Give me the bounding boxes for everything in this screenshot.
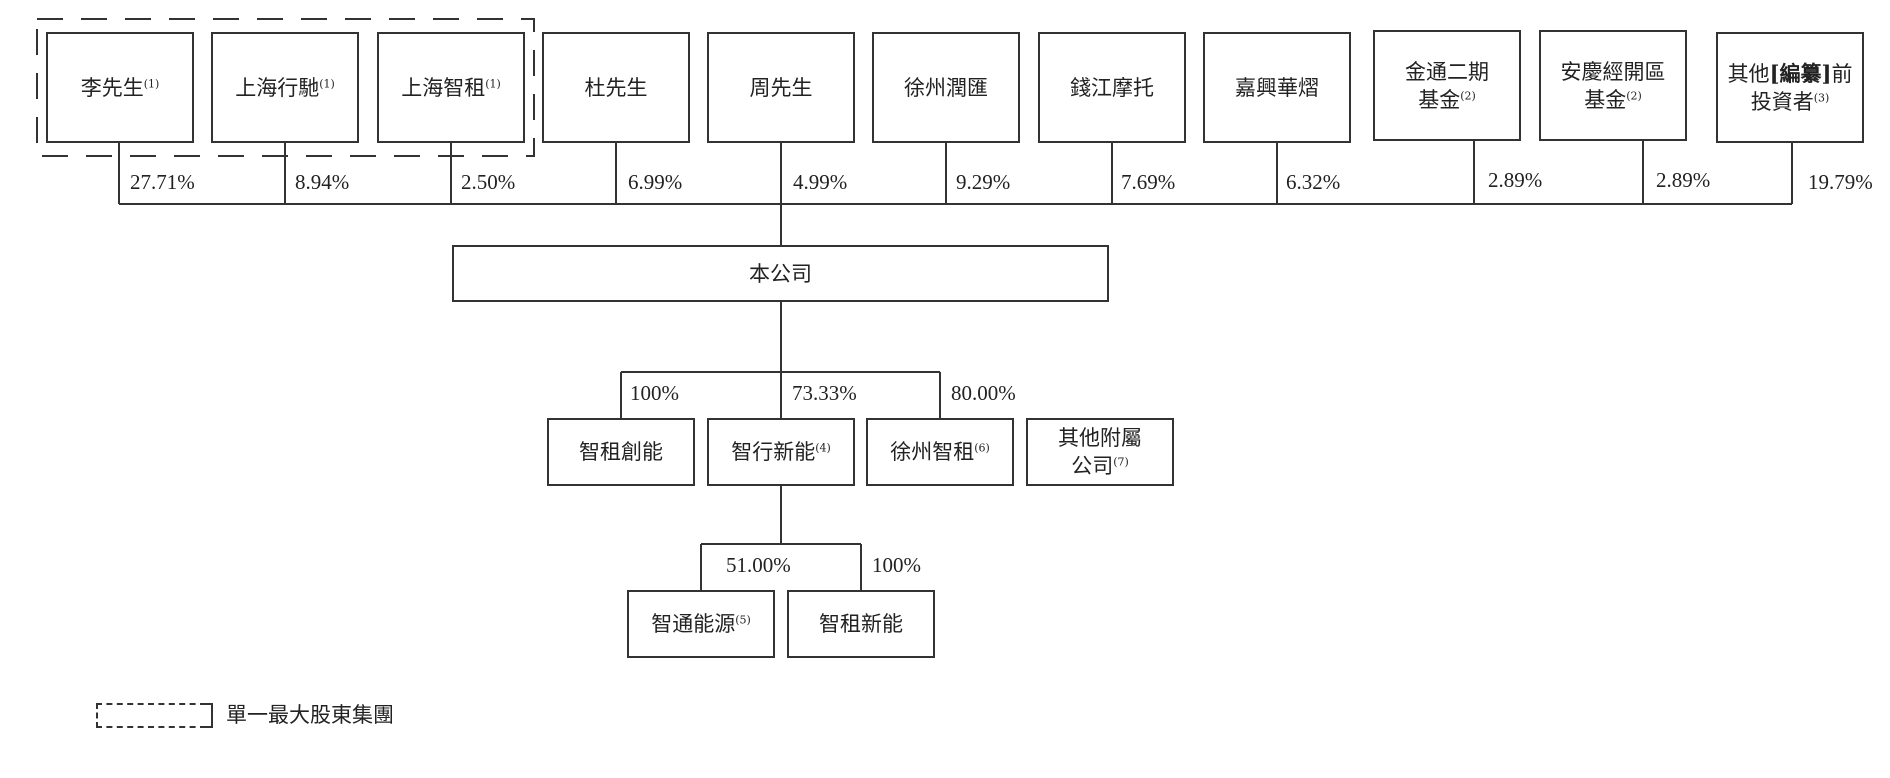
shareholder-label-aq-fund: 安慶經開區基金(2) bbox=[1560, 59, 1666, 112]
legend-dashed-swatch bbox=[96, 703, 206, 728]
stake-label-zz-xinneng: 100% bbox=[872, 553, 921, 577]
largest-shareholder-group-outline bbox=[36, 18, 535, 157]
sub-subsidiary-box-zz-xinneng: 智租新能 bbox=[787, 590, 935, 658]
shareholder-label-jx-huayu: 嘉興華熠 bbox=[1235, 75, 1319, 100]
shareholder-box-aq-fund: 安慶經開區基金(2) bbox=[1539, 30, 1687, 141]
shareholder-label-sh-xingchi: 上海行馳(1) bbox=[235, 75, 335, 100]
shareholder-box-du: 杜先生 bbox=[542, 32, 690, 143]
stake-label-sh-zhizu: 2.50% bbox=[461, 170, 516, 194]
shareholder-label-sh-zhizu: 上海智租(1) bbox=[401, 75, 501, 100]
shareholder-box-qj-moto: 錢江摩托 bbox=[1038, 32, 1186, 143]
stake-label-sh-xingchi: 8.94% bbox=[295, 170, 350, 194]
stake-label-du: 6.99% bbox=[628, 170, 683, 194]
sub-subsidiary-label-zz-xinneng: 智租新能 bbox=[819, 612, 903, 636]
shareholder-label-zhou: 周先生 bbox=[749, 75, 813, 100]
stake-label-xz-zhizu: 80.00% bbox=[951, 381, 1016, 405]
shareholder-box-sh-zhizu: 上海智租(1) bbox=[377, 32, 525, 143]
stake-label-jt-fund: 2.89% bbox=[1488, 168, 1543, 192]
shareholder-box-xz-runhui: 徐州潤匯 bbox=[872, 32, 1020, 143]
shareholder-label-du: 杜先生 bbox=[584, 75, 648, 100]
stake-label-zx-xinneng: 73.33% bbox=[792, 381, 857, 405]
subsidiary-box-other-affil: 其他附屬公司(7) bbox=[1026, 418, 1174, 486]
subsidiary-label-other-affil: 其他附屬公司(7) bbox=[1058, 426, 1142, 478]
legend-bracket bbox=[205, 703, 213, 728]
subsidiary-label-zz-chuangneng: 智租創能 bbox=[579, 440, 663, 464]
shareholder-box-sh-xingchi: 上海行馳(1) bbox=[211, 32, 359, 143]
shareholder-box-li: 李先生(1) bbox=[46, 32, 194, 143]
company-box: 本公司 bbox=[452, 245, 1109, 302]
stake-label-qj-moto: 7.69% bbox=[1121, 170, 1176, 194]
sub-subsidiary-label-zt-nengyuan: 智通能源(5) bbox=[651, 612, 751, 636]
subsidiary-box-zx-xinneng: 智行新能(4) bbox=[707, 418, 855, 486]
stake-label-aq-fund: 2.89% bbox=[1656, 168, 1711, 192]
shareholder-box-zhou: 周先生 bbox=[707, 32, 855, 143]
subsidiary-label-zx-xinneng: 智行新能(4) bbox=[731, 440, 831, 464]
shareholder-box-others: 其他[編纂]前投資者(3) bbox=[1716, 32, 1864, 143]
stake-label-xz-runhui: 9.29% bbox=[956, 170, 1011, 194]
shareholder-label-qj-moto: 錢江摩托 bbox=[1070, 75, 1154, 100]
stake-label-zz-chuangneng: 100% bbox=[630, 381, 679, 405]
stake-label-zt-nengyuan: 51.00% bbox=[726, 553, 791, 577]
legend-label: 單一最大股東集團 bbox=[226, 703, 394, 727]
shareholder-box-jt-fund: 金通二期基金(2) bbox=[1373, 30, 1521, 141]
sub-subsidiary-box-zt-nengyuan: 智通能源(5) bbox=[627, 590, 775, 658]
shareholder-label-xz-runhui: 徐州潤匯 bbox=[904, 75, 988, 100]
shareholder-label-others: 其他[編纂]前投資者(3) bbox=[1727, 60, 1853, 114]
stake-label-jx-huayu: 6.32% bbox=[1286, 170, 1341, 194]
shareholder-box-jx-huayu: 嘉興華熠 bbox=[1203, 32, 1351, 143]
stake-label-li: 27.71% bbox=[130, 170, 195, 194]
stake-label-zhou: 4.99% bbox=[793, 170, 848, 194]
subsidiary-box-zz-chuangneng: 智租創能 bbox=[547, 418, 695, 486]
stake-label-others: 19.79% bbox=[1808, 170, 1873, 194]
subsidiary-box-xz-zhizu: 徐州智租(6) bbox=[866, 418, 1014, 486]
subsidiary-label-xz-zhizu: 徐州智租(6) bbox=[890, 440, 990, 464]
shareholder-label-li: 李先生(1) bbox=[80, 75, 160, 100]
shareholder-label-jt-fund: 金通二期基金(2) bbox=[1405, 59, 1489, 112]
company-label: 本公司 bbox=[749, 261, 812, 286]
